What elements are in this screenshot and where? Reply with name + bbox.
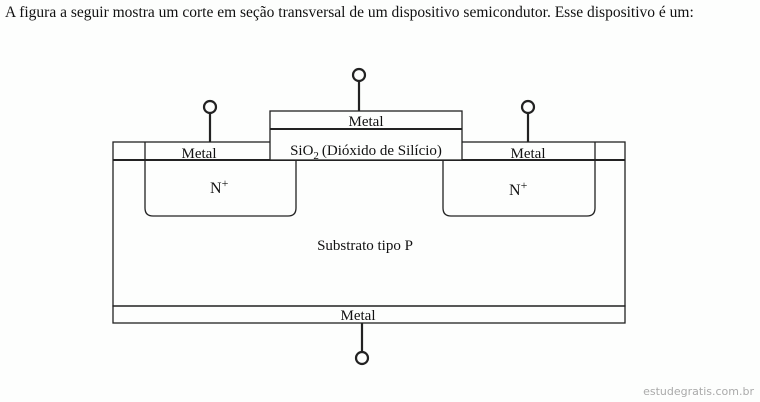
source-n-plus-label: N+	[210, 176, 229, 197]
question-text: A figura a seguir mostra um corte em seç…	[5, 4, 694, 21]
right-n-well	[442, 142, 596, 217]
source-terminal	[202, 99, 218, 142]
gate-terminal	[351, 67, 367, 111]
substrate-label: Substrato tipo P	[317, 238, 413, 254]
substrate-box	[112, 141, 626, 307]
left-n-well	[144, 142, 297, 217]
drain-n-plus-label: N+	[509, 178, 528, 199]
source-metal-label: Metal	[182, 146, 217, 162]
bottom-metal-layer	[112, 305, 626, 324]
drain-metal-label: Metal	[511, 146, 546, 162]
watermark: estudegratis.com.br	[643, 385, 754, 398]
body-terminal	[354, 323, 370, 366]
gate-metal-label: Metal	[349, 114, 384, 130]
bottom-metal-label: Metal	[341, 308, 376, 324]
oxide-label: SiO2(Dióxido de Silício)	[290, 143, 442, 162]
gate-stack	[269, 110, 463, 161]
drain-terminal	[520, 99, 536, 142]
